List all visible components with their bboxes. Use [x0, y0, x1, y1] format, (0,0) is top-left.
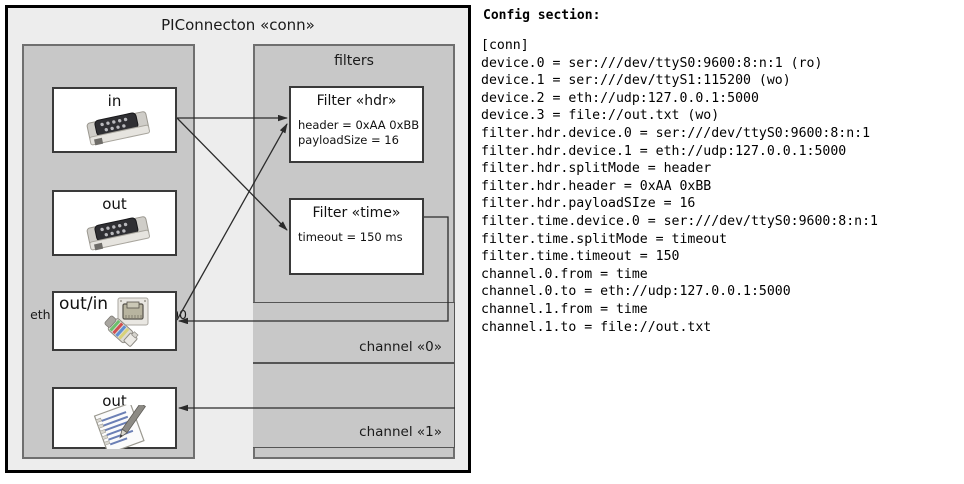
- channel-box-0: channel «0»: [253, 302, 455, 363]
- text-document-icon: [90, 402, 156, 455]
- channel-label-0: channel «0»: [359, 339, 442, 355]
- ethernet-jack-icon: [100, 297, 172, 355]
- device-node-ttys1[interactable]: out: [52, 190, 177, 256]
- filter-property: header = 0xAA 0xBB: [298, 118, 420, 132]
- channel-box-1: channel «1»: [253, 363, 455, 448]
- channel-label-1: channel «1»: [359, 424, 442, 440]
- filter-property: payloadSize = 16: [298, 133, 399, 147]
- device-node-label: out/in: [59, 294, 109, 314]
- config-heading: Config section:: [483, 8, 601, 23]
- filter-properties: timeout = 150 ms: [298, 230, 403, 245]
- config-section: Config section: [conn] device.0 = ser://…: [481, 8, 956, 336]
- device-node-label: out: [102, 392, 127, 410]
- device-node-eth[interactable]: out/in: [52, 291, 177, 351]
- filter-node-hdr[interactable]: Filter «hdr» header = 0xAA 0xBB payloadS…: [289, 86, 424, 163]
- serial-port-icon: [82, 212, 156, 256]
- filter-node-time[interactable]: Filter «time» timeout = 150 ms: [289, 198, 424, 275]
- device-node-file[interactable]: out: [52, 387, 177, 455]
- serial-port-icon: [82, 107, 156, 151]
- filter-title: Filter «hdr»: [316, 93, 397, 109]
- diagram-title: PIConnecton «conn»: [161, 16, 315, 34]
- filter-title: Filter «time»: [312, 205, 401, 221]
- device-node-label: out: [102, 195, 127, 213]
- device-node-ttys0[interactable]: in: [52, 87, 177, 153]
- device-node-label: in: [107, 92, 122, 110]
- filters-group-title: filters: [334, 53, 374, 69]
- connector-diagram: PIConnecton «conn» ser:///dev/ttyS0 ser:…: [5, 5, 471, 473]
- config-text: [conn] device.0 = ser:///dev/ttyS0:9600:…: [481, 38, 878, 335]
- filter-properties: header = 0xAA 0xBB payloadSize = 16: [298, 118, 419, 148]
- filter-property: timeout = 150 ms: [298, 230, 403, 244]
